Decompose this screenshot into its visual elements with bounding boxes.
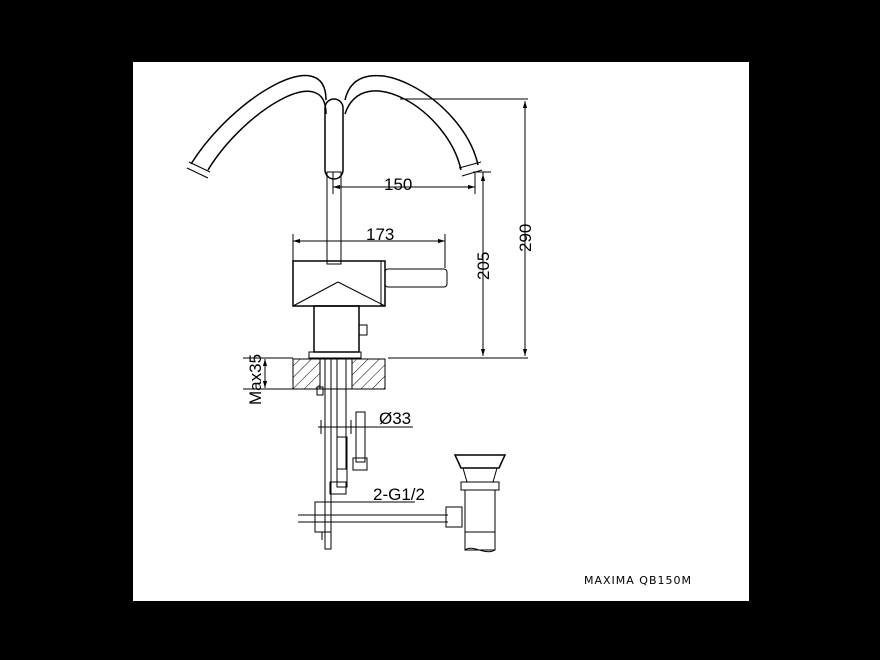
faucet-riser <box>324 98 344 265</box>
faucet-technical-drawing: 150 173 205 290 Max35 Ø33 2-G1/2 MAXIMA … <box>186 74 692 587</box>
dim-connection-thread: 2-G1/2 <box>373 485 425 504</box>
drawing-sheet: 150 173 205 290 Max35 Ø33 2-G1/2 MAXIMA … <box>133 62 749 601</box>
dim-body-length: 173 <box>366 225 394 244</box>
dim-spout-reach: 150 <box>384 175 412 194</box>
model-label: MAXIMA QB150M <box>584 574 692 587</box>
deck-section <box>292 358 386 390</box>
popup-waste <box>445 454 507 553</box>
spout-right-position <box>344 74 483 177</box>
dim-overall-height: 290 <box>516 224 535 252</box>
dim-hole-diameter: Ø33 <box>379 409 411 428</box>
supply-hoses <box>298 358 448 550</box>
spout-left-position <box>186 74 327 179</box>
dim-spout-height: 205 <box>474 252 493 280</box>
dimension-lines <box>243 98 528 503</box>
faucet-body <box>292 260 448 359</box>
dim-max-deck-thickness: Max35 <box>246 354 265 405</box>
